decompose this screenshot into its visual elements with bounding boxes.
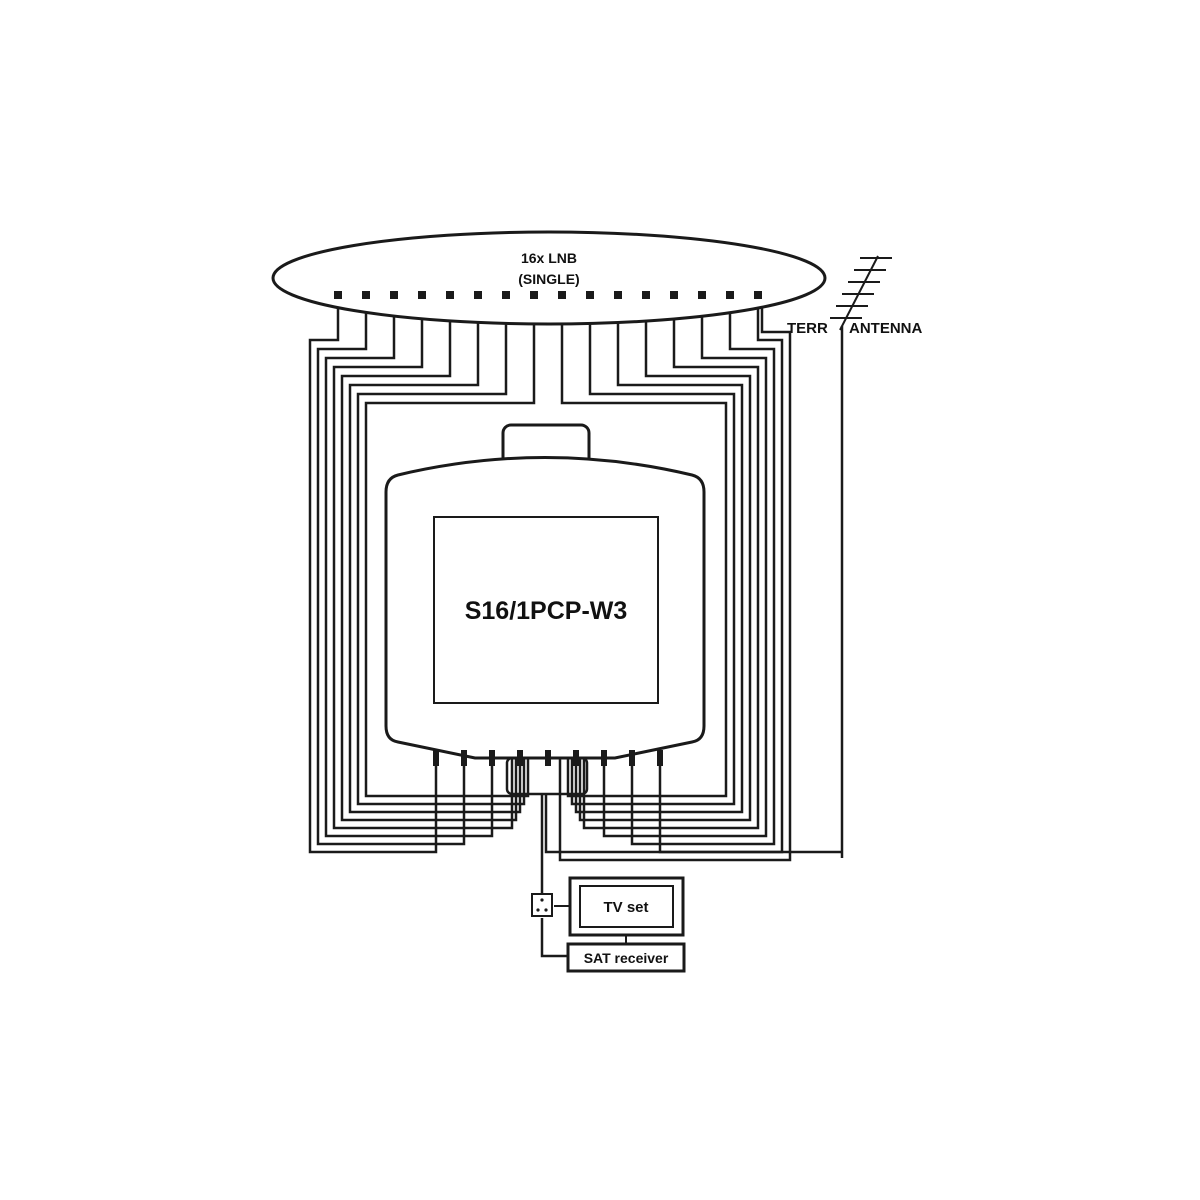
terrestrial-antenna-icon xyxy=(830,255,892,858)
lnb-connector-8 xyxy=(530,291,538,299)
lnb-connector-4 xyxy=(418,291,426,299)
lnb-cable-6 xyxy=(348,300,522,814)
tv-set: TV set xyxy=(568,876,685,937)
lnb-cable-10 xyxy=(570,300,736,806)
lnb-cable-8 xyxy=(364,300,536,798)
lnb-cable-16 xyxy=(658,300,784,854)
lnb-cable-12 xyxy=(578,300,752,822)
antenna-label-terr: TERR xyxy=(787,320,828,337)
lnb-subtitle: (SINGLE) xyxy=(518,271,579,287)
lnb-title: 16x LNB xyxy=(521,250,577,266)
lnb-cable-5 xyxy=(340,300,518,822)
lnb-connector-12 xyxy=(642,291,650,299)
switch-port-9 xyxy=(657,750,663,766)
multiswitch: S16/1PCP-W3 xyxy=(384,423,706,796)
lnb-cable-bundle xyxy=(308,300,792,862)
sat-receiver: SAT receiver xyxy=(566,942,686,973)
switch-port-6 xyxy=(573,750,579,766)
output-cable xyxy=(540,794,842,958)
lnb-connector-10 xyxy=(586,291,594,299)
wall-outlet-icon xyxy=(531,893,553,917)
lnb-connector-7 xyxy=(502,291,510,299)
lnb-connector-6 xyxy=(474,291,482,299)
lnb-cable-11 xyxy=(574,300,744,814)
lnb-cable-3 xyxy=(324,300,494,838)
switch-port-7 xyxy=(601,750,607,766)
multiswitch-model: S16/1PCP-W3 xyxy=(465,597,628,625)
lnb-connector-13 xyxy=(670,291,678,299)
switch-port-2 xyxy=(461,750,467,766)
switch-port-4 xyxy=(517,750,523,766)
switch-port-8 xyxy=(629,750,635,766)
multiswitch-ports xyxy=(433,750,663,766)
switch-port-3 xyxy=(489,750,495,766)
antenna-label-antenna: ANTENNA xyxy=(849,320,922,337)
switch-port-1 xyxy=(433,750,439,766)
lnb-cable-15 xyxy=(630,300,776,846)
lnb-connector-5 xyxy=(446,291,454,299)
multiswitch-label-panel xyxy=(433,516,659,704)
tv-set-label: TV set xyxy=(603,899,648,916)
lnb-connector-14 xyxy=(698,291,706,299)
lnb-cluster-ellipse xyxy=(271,230,827,326)
lnb-cable-4 xyxy=(332,300,514,830)
lnb-cable-13 xyxy=(582,300,760,830)
lnb-cable-14 xyxy=(602,300,768,838)
terr-cable xyxy=(558,300,792,862)
lnb-connector-3 xyxy=(390,291,398,299)
sat-receiver-label: SAT receiver xyxy=(584,950,669,966)
lnb-connector-9 xyxy=(558,291,566,299)
lnb-connectors xyxy=(334,291,762,299)
lnb-cable-9 xyxy=(560,300,728,798)
lnb-connector-15 xyxy=(726,291,734,299)
switch-port-5 xyxy=(545,750,551,766)
lnb-connector-1 xyxy=(334,291,342,299)
lnb-connector-11 xyxy=(614,291,622,299)
lnb-connector-16 xyxy=(754,291,762,299)
lnb-connector-2 xyxy=(362,291,370,299)
